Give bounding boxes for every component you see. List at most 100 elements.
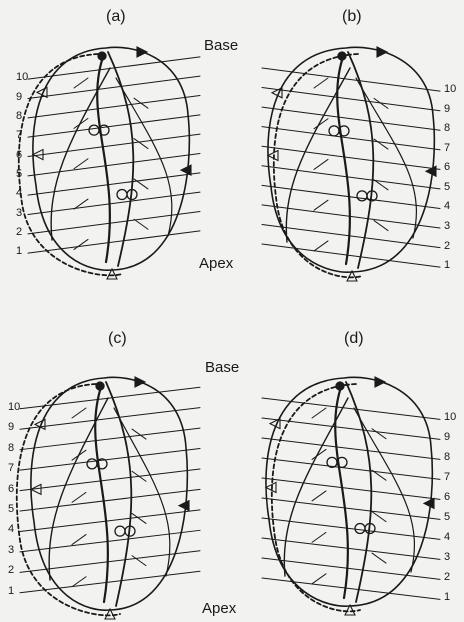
level-number: 8: [8, 443, 14, 454]
vessel-branch: [72, 450, 86, 460]
heart-panel-c: [17, 377, 200, 619]
apex-label-top: Apex: [199, 256, 233, 271]
level-number: 6: [16, 150, 22, 161]
vessel-branch: [72, 408, 86, 418]
filled-triangle-marker: [137, 47, 147, 57]
heart-panel-b: [262, 47, 440, 281]
section-level-line: [28, 95, 200, 117]
heart-outline: [266, 377, 432, 606]
panel-c-label: (c): [108, 331, 127, 347]
level-number: 10: [8, 402, 20, 413]
electrode-circle: [87, 459, 97, 469]
level-number: 4: [444, 532, 450, 543]
level-number: 1: [8, 586, 14, 597]
level-number: 3: [16, 208, 22, 219]
filled-triangle-marker: [377, 47, 387, 57]
section-level-line: [262, 538, 440, 559]
section-level-line: [262, 127, 440, 150]
level-number: 8: [16, 111, 22, 122]
apex-label-bottom: Apex: [202, 601, 236, 616]
vessel-branch: [74, 159, 88, 169]
level-number: 8: [444, 452, 450, 463]
coronary-artery: [337, 54, 350, 264]
level-number: 5: [8, 504, 14, 515]
section-level-line: [262, 478, 440, 499]
vessel-branch: [72, 492, 86, 502]
electrode-circle: [117, 190, 127, 200]
level-number: 2: [444, 241, 450, 252]
level-number: 5: [444, 512, 450, 523]
level-number: 9: [444, 104, 450, 115]
section-level-line: [20, 449, 200, 471]
filled-triangle-marker: [181, 165, 191, 175]
section-level-line: [262, 88, 440, 111]
electrode-circle: [357, 191, 367, 201]
level-number: 10: [16, 72, 28, 83]
section-level-line: [262, 244, 440, 267]
section-level-line: [262, 418, 440, 439]
level-number: 9: [16, 92, 22, 103]
heart-outline: [268, 47, 434, 272]
section-level-line: [28, 153, 200, 175]
level-number: 4: [8, 524, 14, 535]
section-level-line: [20, 469, 200, 491]
electrode-circle: [355, 523, 365, 533]
heart-panel-d: [262, 377, 440, 615]
level-number: 7: [444, 143, 450, 154]
section-level-line: [28, 115, 200, 137]
vessel-branch: [132, 513, 146, 523]
level-number: 7: [444, 472, 450, 483]
level-number: 3: [444, 221, 450, 232]
vessel-branch: [312, 408, 326, 418]
section-level-line: [262, 107, 440, 130]
coronary-artery: [97, 54, 110, 262]
level-number: 2: [444, 572, 450, 583]
base-marker-dot: [96, 382, 104, 390]
filled-triangle-marker: [135, 377, 145, 387]
level-number: 5: [444, 182, 450, 193]
level-number: 3: [444, 552, 450, 563]
section-level-line: [28, 57, 200, 79]
level-number: 5: [16, 169, 22, 180]
level-number: 7: [16, 130, 22, 141]
vessel-branch: [312, 491, 326, 501]
electrode-circle: [115, 526, 125, 536]
level-number: 6: [8, 484, 14, 495]
vessel-branch: [72, 535, 86, 545]
section-level-line: [262, 458, 440, 479]
vessel-branch: [134, 219, 148, 229]
level-number: 1: [444, 592, 450, 603]
open-triangle-marker: [266, 482, 276, 492]
coronary-artery: [286, 68, 350, 242]
base-marker-dot: [338, 52, 346, 60]
level-number: 2: [16, 227, 22, 238]
vessel-branch: [314, 78, 328, 88]
base-label-top: Base: [204, 38, 238, 53]
section-level-line: [28, 231, 200, 253]
vessel-branch: [314, 200, 328, 210]
vessel-branch: [374, 221, 388, 231]
vessel-branch: [312, 532, 326, 542]
level-number: 1: [444, 260, 450, 271]
section-level-line: [20, 551, 200, 573]
coronary-artery: [95, 384, 108, 602]
level-number: 1: [16, 246, 22, 257]
section-level-line: [20, 510, 200, 532]
base-marker-dot: [98, 52, 106, 60]
filled-triangle-marker: [375, 377, 385, 387]
coronary-artery: [49, 398, 108, 580]
vessel-branch: [74, 78, 88, 88]
coronary-artery: [51, 68, 110, 240]
vessel-branch: [372, 512, 386, 522]
vessel-branch: [132, 429, 146, 439]
base-marker-dot: [336, 382, 344, 390]
base-label-bottom: Base: [205, 360, 239, 375]
level-number: 8: [444, 123, 450, 134]
heart-panel-a: [19, 47, 200, 279]
level-number: 9: [444, 432, 450, 443]
section-level-line: [20, 489, 200, 511]
section-level-line: [262, 205, 440, 228]
panel-b-label: (b): [342, 9, 362, 25]
panel-d-label: (d): [344, 331, 364, 347]
